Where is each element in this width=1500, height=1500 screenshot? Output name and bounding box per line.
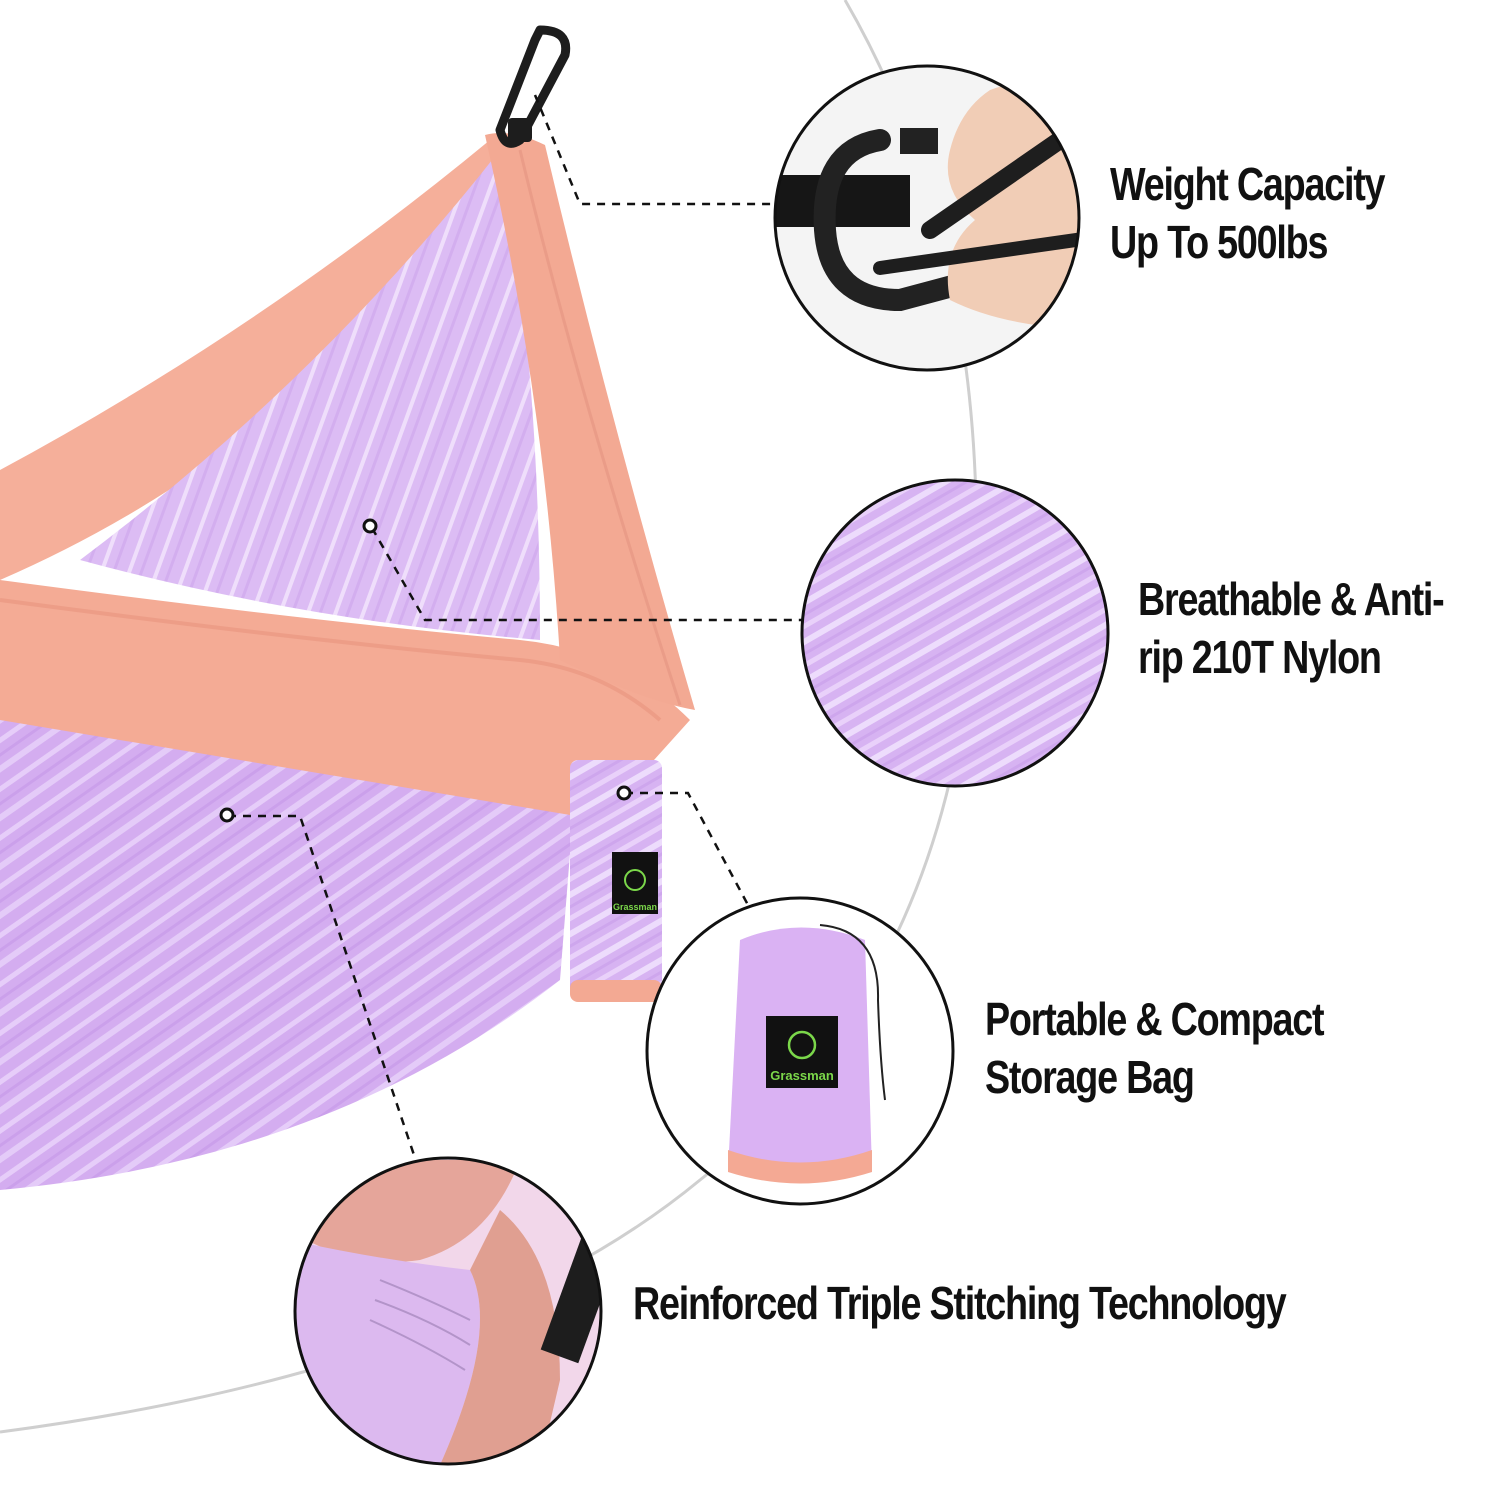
feature-nylon-line2: rip 210T Nylon xyxy=(1138,631,1382,683)
connector-nylon xyxy=(370,527,805,622)
hammock-upper-coral xyxy=(0,140,520,580)
bag-brand-text: Grassman xyxy=(770,1068,834,1083)
feature-portable-line1: Portable & Compact xyxy=(985,993,1325,1045)
feature-stitching: Reinforced Triple Stitching Technology xyxy=(633,1274,1287,1332)
connector-weight xyxy=(533,94,775,206)
hammock-rim-band xyxy=(0,580,690,820)
carabiner-detail-circle xyxy=(773,64,1081,372)
feature-weight-capacity: Weight Capacity Up To 500lbs xyxy=(1110,155,1386,271)
storage-bag-circle: Grassman xyxy=(645,896,955,1206)
pouch-brand-text: Grassman xyxy=(613,902,657,912)
hanging-carabiner xyxy=(495,25,571,148)
feature-weight-line2: Up To 500lbs xyxy=(1110,216,1328,268)
nylon-fabric-circle xyxy=(800,478,1110,788)
hammock-body-lower xyxy=(0,700,575,1190)
stitching-detail-circle xyxy=(293,1156,603,1466)
feature-nylon-line1: Breathable & Anti- xyxy=(1138,573,1445,625)
feature-nylon: Breathable & Anti- rip 210T Nylon xyxy=(1138,570,1445,686)
feature-portable: Portable & Compact Storage Bag xyxy=(985,990,1325,1106)
hammock-right-coral xyxy=(485,132,695,711)
pouch-logo-patch xyxy=(612,852,658,914)
connector-portable xyxy=(625,791,750,906)
feature-portable-line2: Storage Bag xyxy=(985,1051,1195,1103)
feature-stitching-line1: Reinforced Triple Stitching Technology xyxy=(633,1277,1287,1329)
feature-weight-line1: Weight Capacity xyxy=(1110,158,1386,210)
hammock-inner-lavender xyxy=(80,150,540,640)
